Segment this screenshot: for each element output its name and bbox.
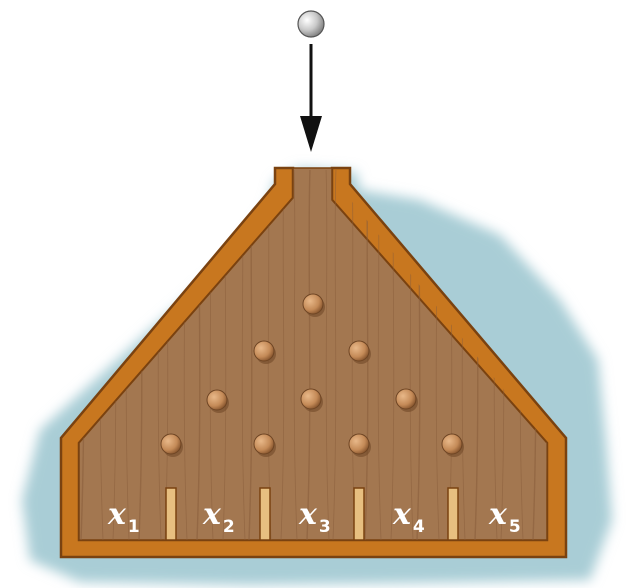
bin-divider — [354, 488, 364, 540]
bin-divider — [260, 488, 270, 540]
down-arrow-icon — [300, 44, 322, 152]
falling-ball-icon — [298, 11, 324, 37]
bin-divider — [448, 488, 458, 540]
bin-divider — [166, 488, 176, 540]
